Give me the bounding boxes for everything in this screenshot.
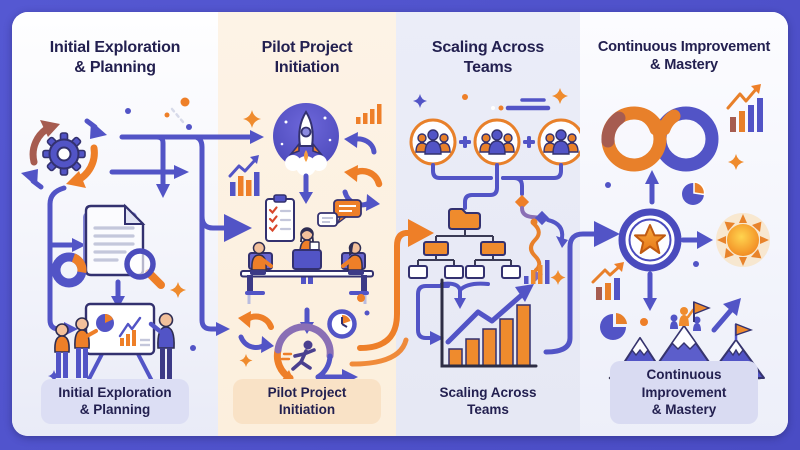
sparkle-icon [550,270,566,285]
document-magnifier-icon [83,203,165,289]
plus-icon [459,136,535,148]
flow-connectors [416,281,490,345]
stage-1-caption: Initial Exploration & Planning [41,378,189,424]
merge-connectors [431,163,568,282]
down-arrow-icon [643,271,657,311]
cycle-arrows-icon [238,311,274,353]
infinity-loop-icon [601,106,719,172]
rocket-launch-icon [273,103,339,176]
team-workstations-illustration [240,227,374,304]
sparkle-icon [552,88,568,104]
stage-column-2: Pilot Project Initiation [218,12,396,436]
donut-chart-icon [51,252,87,288]
stage-4-caption: Continuous Improvement & Mastery [610,361,758,424]
trend-bar-chart-icon [726,84,763,132]
down-arrow-icon [299,173,313,204]
dot [364,310,370,316]
cycle-arrows-icon [342,165,383,211]
squiggle-path-icon [529,222,542,272]
right-arrow-icon [680,231,713,249]
sparkle-icon [728,154,744,170]
team-presentation-illustration [54,302,184,384]
mini-bar-chart-icon [524,260,550,284]
scatter-dots-icon [125,97,192,130]
stage-3-caption: Scaling Across Teams [439,384,537,418]
sparkle-icon [243,110,261,128]
dot [357,294,365,302]
sparkle-icon [239,354,253,367]
growth-line-icon [228,155,260,196]
stage-2-title: Pilot Project Initiation [261,39,353,76]
dot [640,318,648,326]
dot [693,261,699,267]
sparkle-icon [413,94,427,108]
dot [605,182,611,188]
stage-1-title: Initial Exploration & Planning [49,39,181,76]
checklist-clipboard-icon [265,194,295,242]
stage-2-caption: Pilot Project Initiation [233,378,381,424]
stage-3-title: Scaling Across Teams [431,39,545,76]
dot [462,94,468,100]
growth-bar-chart-icon [440,278,538,368]
stage-4-title: Continuous Improvement & Mastery [597,39,771,74]
gear-cycle-icon [21,118,107,190]
up-arrow-icon [645,170,659,205]
up-right-arrow-icon [711,298,741,333]
folder-org-chart-icon [408,208,521,279]
chat-bubbles-icon [317,199,362,227]
dot [190,345,196,351]
pie-chart-icon [600,313,627,340]
clock-icon [327,309,357,339]
trend-bar-chart-icon [591,262,624,300]
stage-column-1: Initial Exploration & Planning [12,12,218,436]
team-group-icon [409,118,580,166]
sparkle-icon [170,282,186,298]
down-arrow-icon [300,307,314,334]
sun-icon [716,213,770,267]
process-card: Initial Exploration & Planning [12,12,788,436]
stage-column-3: Scaling Across Teams [396,12,580,436]
star-badge-icon [618,208,682,272]
stage-column-4: Continuous Improvement & Mastery [580,12,788,436]
flow-connectors [47,134,189,336]
dash-lines-icon [491,98,551,111]
return-arrow-icon [344,132,377,155]
pie-chart-icon [682,181,706,205]
bar-chart-icon [356,104,382,124]
sprint-runner-icon [273,323,358,385]
